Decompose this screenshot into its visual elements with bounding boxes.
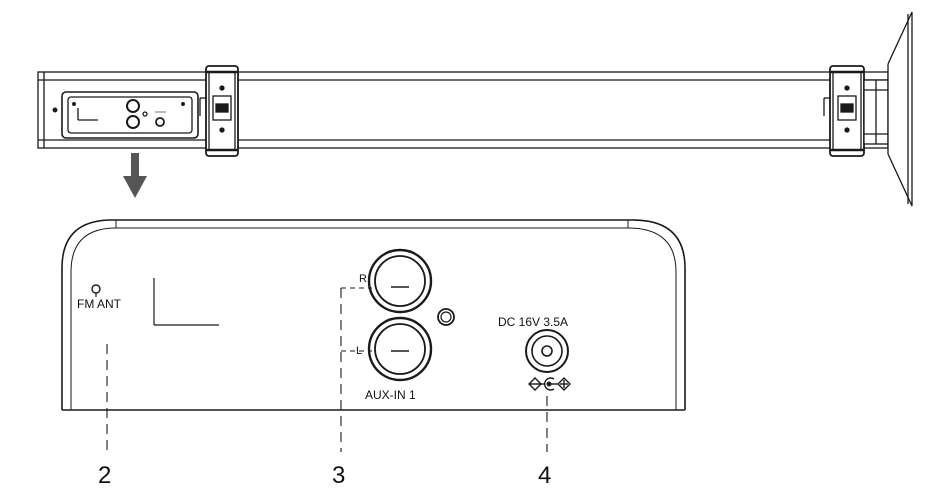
arrow-down-icon bbox=[123, 153, 147, 198]
stand-end-cap bbox=[863, 11, 913, 207]
aux-in-left-jack bbox=[367, 316, 433, 382]
callout-number-3: 3 bbox=[332, 462, 345, 489]
soundbar-overview bbox=[37, 11, 913, 207]
fm-antenna-jack bbox=[91, 284, 101, 294]
aux-input-label: AUX-IN 1 bbox=[365, 388, 416, 402]
rear-panel-enlarged bbox=[61, 219, 686, 411]
aux-in-right-jack bbox=[367, 248, 433, 314]
aux-right-label: R bbox=[359, 273, 367, 285]
dc-input-label: DC 16V 3.5A bbox=[498, 315, 568, 329]
left-mount-bracket bbox=[199, 65, 239, 157]
leader-lines bbox=[106, 287, 548, 452]
callout-number-2: 2 bbox=[98, 462, 111, 489]
callout-number-4: 4 bbox=[538, 462, 551, 489]
right-mount-bracket bbox=[823, 65, 865, 157]
screw-icon bbox=[437, 308, 455, 326]
dc-power-jack bbox=[525, 329, 569, 373]
rear-panel-thumbnail bbox=[61, 91, 199, 139]
polarity-symbol-icon bbox=[528, 377, 571, 391]
aux-left-label: L bbox=[356, 345, 362, 357]
fm-antenna-label: FM ANT bbox=[77, 297, 122, 311]
